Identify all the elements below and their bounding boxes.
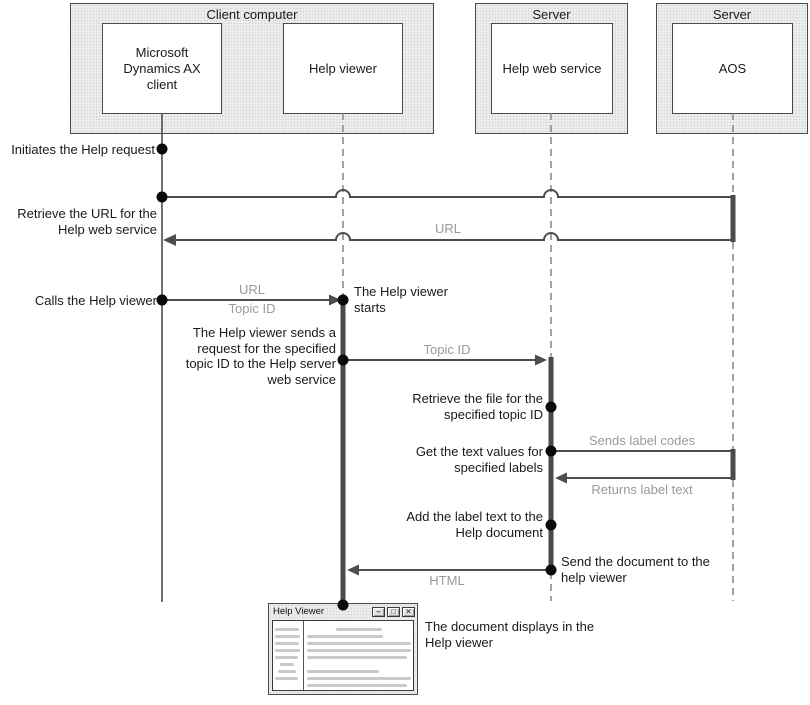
help-viewer-window-title: Help Viewer bbox=[273, 606, 325, 617]
maximize-icon[interactable]: □ bbox=[387, 606, 400, 617]
help-viewer-content bbox=[272, 620, 414, 691]
node-aos-label: AOS bbox=[718, 60, 747, 76]
group-server-web-label: Server bbox=[532, 7, 571, 22]
node-help-viewer: Help viewer bbox=[283, 23, 403, 114]
window-controls: – □ ✕ bbox=[372, 606, 415, 617]
step-calls-viewer: Calls the Help viewer bbox=[34, 293, 157, 308]
message-calls-topic-id: Topic ID bbox=[228, 301, 276, 316]
node-help-web-service: Help web service bbox=[491, 23, 613, 114]
message-sends-label-codes: Sends label codes bbox=[588, 433, 696, 448]
node-ax-client: Microsoft Dynamics AX client bbox=[102, 23, 222, 114]
help-viewer-nav-placeholder bbox=[273, 621, 304, 690]
node-ax-client-label: Microsoft Dynamics AX client bbox=[123, 44, 201, 92]
close-icon[interactable]: ✕ bbox=[402, 606, 415, 617]
step-retrieve-file: Retrieve the file for the specified topi… bbox=[412, 391, 543, 422]
minimize-icon[interactable]: – bbox=[372, 606, 385, 617]
node-help-web-service-label: Help web service bbox=[502, 60, 602, 76]
help-viewer-text-placeholder bbox=[304, 621, 413, 690]
step-send-document: Send the document to the help viewer bbox=[561, 554, 710, 585]
help-viewer-titlebar: Help Viewer – □ ✕ bbox=[269, 604, 417, 619]
group-client-computer-label: Client computer bbox=[206, 7, 298, 22]
message-url-return: URL bbox=[434, 221, 461, 236]
node-help-viewer-label: Help viewer bbox=[309, 60, 377, 76]
node-aos: AOS bbox=[672, 23, 793, 114]
message-html: HTML bbox=[429, 573, 465, 588]
message-returns-label-text: Returns label text bbox=[591, 482, 693, 497]
group-server-aos-label: Server bbox=[712, 7, 752, 22]
message-topic-id: Topic ID bbox=[423, 342, 471, 357]
step-viewer-starts: The Help viewer starts bbox=[354, 284, 448, 315]
step-initiates: Initiates the Help request bbox=[11, 142, 155, 157]
step-get-text-values: Get the text values for specified labels bbox=[415, 444, 543, 475]
step-document-displays: The document displays in the Help viewer bbox=[425, 619, 595, 650]
message-calls-url: URL bbox=[238, 282, 265, 297]
step-viewer-sends: The Help viewer sends a request for the … bbox=[185, 325, 336, 387]
help-viewer-window: Help Viewer – □ ✕ bbox=[268, 603, 418, 695]
step-add-label-text: Add the label text to the Help document bbox=[406, 509, 543, 540]
step-retrieve-url: Retrieve the URL for the Help web servic… bbox=[17, 206, 157, 237]
